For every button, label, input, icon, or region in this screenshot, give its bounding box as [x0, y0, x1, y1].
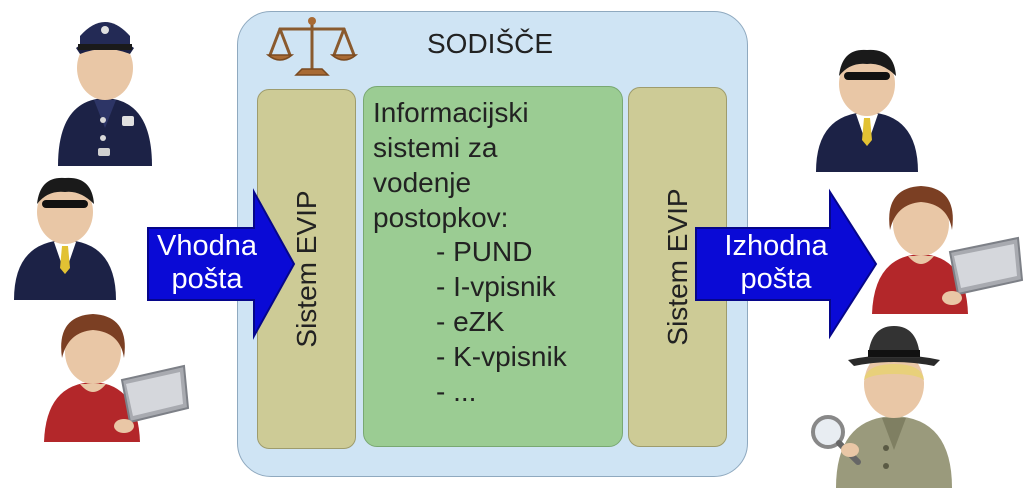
list-item: - PUND [436, 236, 533, 267]
scales-of-justice-icon [265, 17, 359, 76]
outgoing-mail-label: Izhodna pošta [724, 230, 828, 295]
incoming-mail-arrow [147, 188, 296, 340]
police-officer-icon [58, 22, 152, 166]
detective-icon [811, 326, 952, 488]
evip-right-label: Sistem EVIP [661, 188, 693, 346]
list-item: - ... [436, 376, 477, 407]
list-item: - I-vpisnik [436, 271, 556, 302]
woman-laptop-icon [872, 186, 1024, 314]
list-item: - K-vpisnik [436, 341, 567, 372]
information-systems-box [363, 86, 623, 447]
list-item: - eZK [436, 306, 505, 337]
businessman-icon [14, 177, 116, 300]
systems-list: - PUND - I-vpisnik - eZK - K-vpisnik - .… [436, 234, 567, 409]
court-title: SODIŠČE [426, 28, 554, 59]
woman-laptop-icon [44, 314, 190, 442]
outgoing-mail-arrow [695, 188, 878, 340]
systems-heading: Informacijski sistemi za vodenje postopk… [373, 97, 529, 233]
incoming-mail-label: Vhodna pošta [157, 230, 257, 295]
businessman-icon [816, 49, 918, 172]
